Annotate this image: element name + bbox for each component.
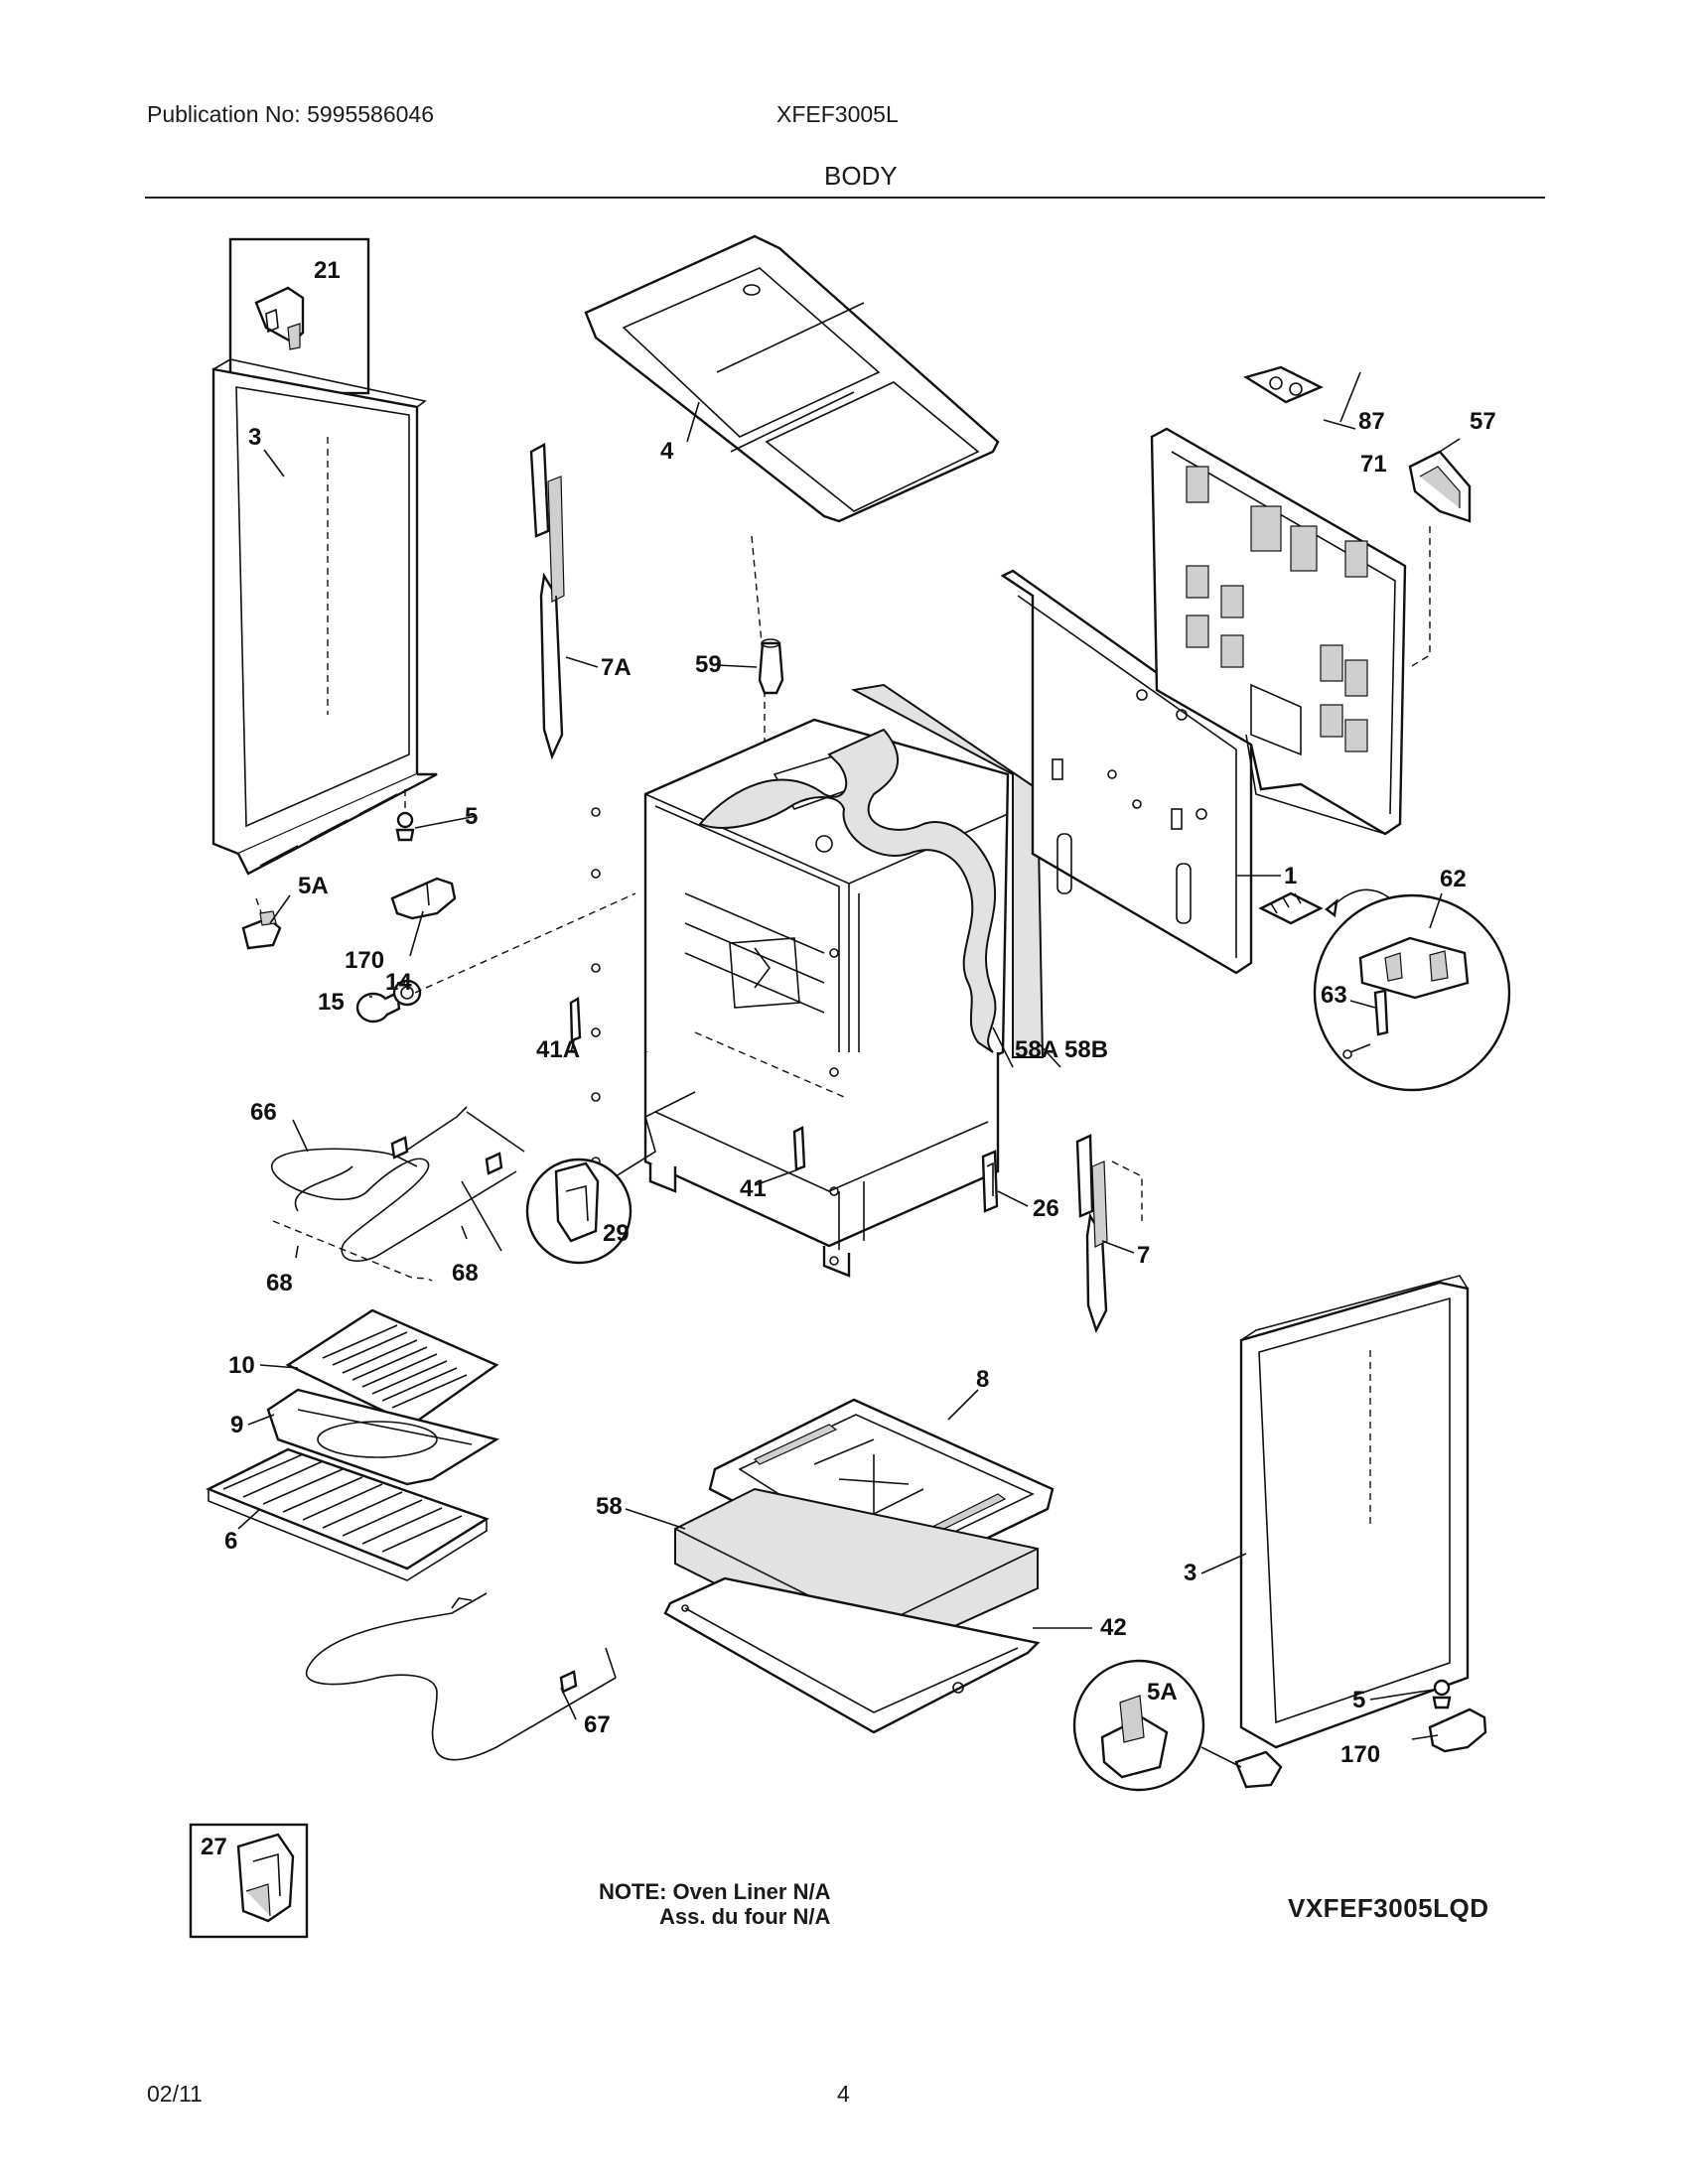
header-rule	[145, 197, 1545, 199]
callout-1: 1	[1284, 863, 1297, 889]
part-5-left	[395, 789, 415, 842]
callout-57: 57	[1470, 408, 1496, 435]
callout-41A: 41A	[536, 1036, 580, 1063]
callout-58A: 58A	[1015, 1036, 1058, 1063]
callout-10: 10	[228, 1352, 255, 1379]
part-67-bake-element	[305, 1592, 617, 1761]
callout-58: 58	[596, 1493, 623, 1520]
callout-27: 27	[201, 1834, 227, 1860]
callout-7: 7	[1137, 1242, 1150, 1269]
part-7A-hinge	[529, 443, 565, 760]
part-59-stud	[751, 535, 784, 774]
detail-circle-62	[1313, 888, 1511, 1092]
part-58A-insulation	[698, 728, 997, 1053]
part-14-socket	[392, 979, 422, 1007]
callout-8: 8	[976, 1366, 989, 1393]
callout-7A: 7A	[601, 654, 632, 681]
callout-5-left: 5	[465, 803, 478, 830]
callout-68-right: 68	[452, 1260, 479, 1287]
callout-58B: 58B	[1064, 1036, 1108, 1063]
callout-5-right: 5	[1352, 1687, 1365, 1713]
callout-87: 87	[1358, 408, 1385, 435]
section-title: BODY	[824, 161, 898, 191]
part-1-back-panel	[1000, 569, 1253, 975]
callout-59: 59	[695, 651, 722, 678]
footer-date: 02/11	[147, 2081, 203, 2107]
callout-42: 42	[1100, 1614, 1127, 1641]
part-66-broil-element	[270, 1106, 525, 1262]
callout-68-left: 68	[266, 1270, 293, 1297]
part-4-top-panel	[584, 234, 1000, 523]
part-170-left	[390, 877, 457, 920]
part-6-oven-rack	[206, 1447, 490, 1581]
callout-26: 26	[1033, 1195, 1059, 1222]
callout-21: 21	[314, 257, 341, 284]
part-71-rear-panel	[1150, 427, 1407, 836]
part-9-broil-pan	[266, 1388, 500, 1486]
callout-14: 14	[385, 969, 412, 996]
callout-3-right: 3	[1184, 1560, 1196, 1586]
callout-63: 63	[1321, 982, 1347, 1009]
note-oven-liner: NOTE: Oven Liner N/A	[599, 1879, 831, 1904]
callout-5A-left: 5A	[298, 873, 329, 899]
callout-170-left: 170	[345, 947, 384, 974]
leader-lines	[237, 371, 1461, 1740]
callout-66: 66	[250, 1099, 277, 1126]
part-62-terminal-block	[1258, 891, 1324, 925]
note-oven-liner-french: Ass. du four N/A	[659, 1904, 831, 1929]
detail-circle-29	[525, 1091, 696, 1265]
part-21-inset	[228, 237, 370, 395]
callout-15: 15	[318, 989, 345, 1016]
publication-number: Publication No: 5995586046	[147, 101, 435, 127]
part-10-broil-pan-grid	[285, 1308, 499, 1427]
callout-170-right: 170	[1340, 1741, 1380, 1768]
part-41A-clip	[569, 996, 582, 1042]
part-5-right	[1432, 1679, 1452, 1709]
frame-screws	[414, 807, 839, 1266]
cabinet-body	[643, 718, 1010, 1278]
callout-5A-right: 5A	[1147, 1679, 1178, 1706]
part-5A-left	[241, 897, 282, 950]
part-170-right	[1428, 1707, 1487, 1753]
part-87-gasket	[1243, 365, 1324, 404]
callout-6: 6	[224, 1528, 237, 1555]
variant-code: VXFEF3005LQD	[1288, 1893, 1489, 1923]
part-42-bottom-plate	[663, 1576, 1041, 1734]
part-68-wires	[272, 1180, 502, 1282]
callout-67: 67	[584, 1711, 611, 1738]
page-number: 4	[837, 2081, 850, 2107]
model-number: XFEF3005L	[776, 101, 899, 127]
part-3-left-side-panel	[211, 358, 438, 876]
detail-circle-5A	[1072, 1659, 1283, 1792]
callout-41: 41	[740, 1175, 767, 1202]
callout-71: 71	[1360, 451, 1387, 478]
callout-4: 4	[660, 438, 674, 465]
callout-9: 9	[230, 1412, 243, 1438]
part-58B-insulation	[850, 683, 1045, 1058]
part-26-bracket	[981, 1150, 999, 1213]
part-7-hinge	[1075, 1134, 1143, 1334]
callout-29: 29	[603, 1220, 630, 1247]
part-3-right-side-panel	[1239, 1275, 1470, 1749]
part-41-clip	[792, 1126, 806, 1171]
callout-labels: 21 3 4 87 57 71 7A 59 5 5A 170 14 15 1 6…	[201, 257, 1496, 1860]
part-15-bulb	[355, 991, 401, 1024]
part-27-inset	[189, 1823, 309, 1939]
part-57-cover	[1408, 450, 1472, 668]
callout-62: 62	[1440, 866, 1467, 892]
callout-3-left: 3	[248, 424, 261, 451]
